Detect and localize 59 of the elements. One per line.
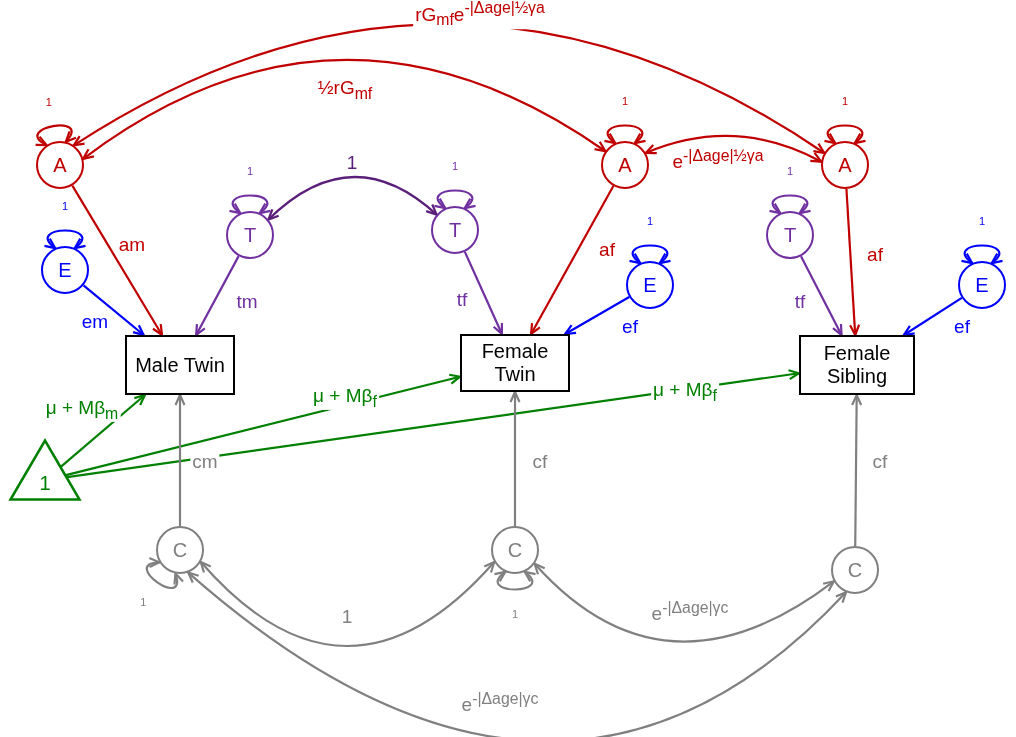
edge-label: 1 <box>244 164 256 178</box>
latent-variable-circle: C <box>156 526 204 574</box>
self-loop-arrow <box>823 124 867 145</box>
latent-variable-circle: E <box>626 261 674 309</box>
arrow <box>60 393 146 468</box>
arrow <box>851 393 863 546</box>
self-loop-arrow <box>603 124 647 145</box>
arrow <box>800 255 843 337</box>
self-loop-arrow <box>768 194 812 215</box>
self-loop-arrow <box>228 194 272 215</box>
latent-variable-circle: E <box>958 261 1006 309</box>
arrow <box>82 284 145 337</box>
constant-triangle: 1 <box>9 439 81 501</box>
latent-variable-circle: T <box>431 206 479 254</box>
edge-label: 1 <box>59 199 71 213</box>
arrow <box>509 390 521 526</box>
edge-label: 1 <box>839 94 851 108</box>
arrow <box>845 188 861 337</box>
edge-label: 1 <box>784 164 796 178</box>
edge-label: 1 <box>976 214 988 228</box>
self-loop-arrow <box>34 124 77 147</box>
self-loop-arrow <box>960 244 1004 265</box>
arrow <box>564 296 630 336</box>
self-loop-arrow <box>146 558 184 589</box>
edge-label: rG$_{mf}$e$^{-|Δage|½γa}$ <box>413 0 547 29</box>
double-headed-arrow <box>533 562 835 643</box>
latent-variable-circle: C <box>491 526 539 574</box>
edge-label: 1 <box>449 159 461 173</box>
self-loop-arrow <box>628 244 672 265</box>
edge-label: 1 <box>644 214 656 228</box>
edge-label: 1 <box>509 607 521 621</box>
arrow <box>65 373 462 477</box>
self-loop-arrow <box>43 229 87 250</box>
latent-variable-circle: C <box>831 546 879 594</box>
self-loop-arrow <box>493 570 537 591</box>
latent-variable-circle: A <box>36 141 84 189</box>
latent-variable-circle: A <box>601 141 649 189</box>
arrow <box>71 185 164 337</box>
observed-variable-box: Female Sibling <box>799 335 915 395</box>
arrow <box>195 255 240 337</box>
arrow <box>902 297 963 337</box>
edge-label: 1 <box>619 94 631 108</box>
double-headed-arrow <box>199 560 496 647</box>
arrow <box>463 251 503 336</box>
double-headed-arrow <box>267 176 438 221</box>
arrow <box>530 185 615 336</box>
latent-variable-circle: T <box>766 211 814 259</box>
self-loop-arrow <box>433 189 477 210</box>
latent-variable-circle: E <box>41 246 89 294</box>
arrow <box>174 393 186 526</box>
edge-label: 1 <box>138 596 149 609</box>
double-headed-arrow <box>187 571 848 737</box>
edge-label: 1 <box>43 95 54 108</box>
observed-variable-box: Female Twin <box>460 334 570 392</box>
double-headed-arrow <box>644 134 823 163</box>
double-headed-arrow <box>82 59 607 160</box>
observed-variable-box: Male Twin <box>125 335 235 395</box>
latent-variable-circle: T <box>226 211 274 259</box>
latent-variable-circle: A <box>821 141 869 189</box>
